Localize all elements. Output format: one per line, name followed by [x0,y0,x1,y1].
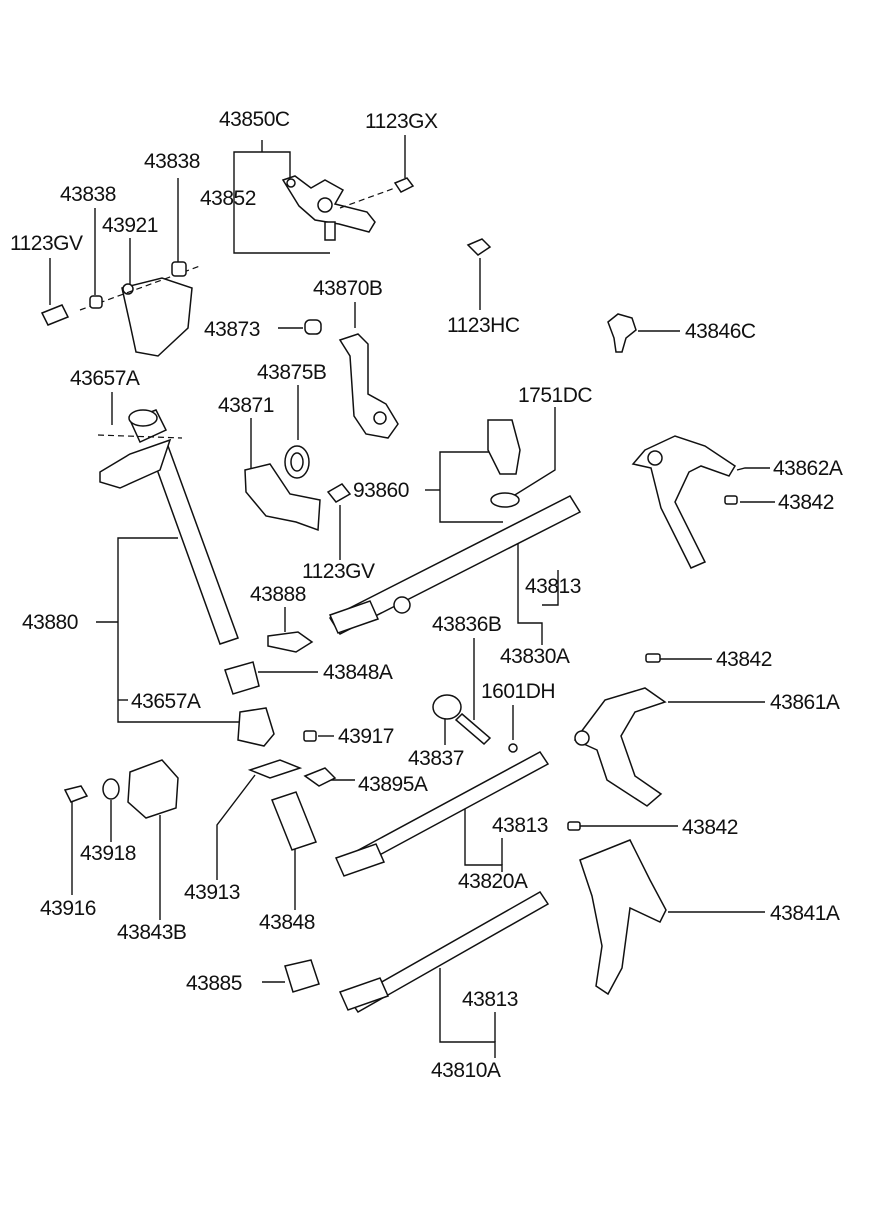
switch-1751dc [487,419,521,475]
label-1123HC: 1123HC [447,314,520,337]
leader-lines [49,135,775,1058]
bracket-43843b [127,759,179,819]
plate-43913 [247,759,303,779]
label-43880: 43880 [22,611,78,634]
label-43842-c: 43842 [682,816,738,839]
label-43820A: 43820A [458,870,528,893]
label-43921: 43921 [102,214,158,237]
label-43842-b: 43842 [716,648,772,671]
lever-43657a [237,707,275,747]
part-drawings [40,175,738,1013]
label-1123GV-top: 1123GV [10,232,83,255]
label-43861A: 43861A [770,691,840,714]
label-43850C: 43850C [219,108,290,131]
label-43848A: 43848A [323,661,393,684]
bracket-43921 [121,277,193,357]
bolt-43916 [63,785,89,803]
plate-43888 [267,631,314,653]
label-43917: 43917 [338,725,394,748]
label-43873: 43873 [204,318,260,341]
label-43813-b: 43813 [492,814,548,837]
bracket-43871 [244,463,321,532]
washer-43918 [102,778,120,800]
label-43813-c: 43813 [462,988,518,1011]
label-43913: 43913 [184,881,240,904]
label-43838-upper: 43838 [144,150,200,173]
label-43843B: 43843B [117,921,186,944]
label-43837: 43837 [408,747,464,770]
label-43657A-top: 43657A [70,367,140,390]
bushing-43885 [284,959,320,993]
label-43657A-bottom: 43657A [131,690,201,713]
label-43852: 43852 [200,187,256,210]
label-1601DH: 1601DH [481,680,555,703]
bushing-43873 [304,319,322,335]
spring-43836b [454,712,492,746]
label-43871: 43871 [218,394,274,417]
shift-fork-43861a [573,687,667,807]
label-43848: 43848 [259,911,315,934]
label-43895A: 43895A [358,773,428,796]
part-labels: 43850C 1123GX 43838 43838 43852 43921 11… [10,108,843,1082]
bolt-1123gv-top [40,304,70,326]
label-43841A: 43841A [770,902,840,925]
label-43888: 43888 [250,583,306,606]
label-43830A: 43830A [500,645,570,668]
label-43875B: 43875B [257,361,326,384]
label-43918: 43918 [80,842,136,865]
plug-43837 [432,694,462,720]
label-43916: 43916 [40,897,96,920]
label-43810A: 43810A [431,1059,501,1082]
shift-shaft-43880 [149,445,239,645]
label-43870B: 43870B [313,277,382,300]
label-43885: 43885 [186,972,242,995]
label-43838-left: 43838 [60,183,116,206]
label-43862A: 43862A [773,457,843,480]
bolt-1123gx [393,177,415,193]
clip-43895a [303,767,337,787]
bolt-1123hc [466,238,492,256]
plug-43846c [607,313,637,353]
label-1123GX: 1123GX [365,110,438,133]
label-43836B: 43836B [432,613,501,636]
shift-fork-43841a [579,839,667,996]
label-1751DC: 1751DC [518,384,592,407]
label-43813-a: 43813 [525,575,581,598]
label-93860: 93860 [353,479,409,502]
label-43842-a: 43842 [778,491,834,514]
shift-fork-43862a [631,435,737,569]
bolt-1123gv-mid [326,483,352,503]
bushing-43848a [224,661,260,695]
label-1123GV-mid: 1123GV [302,560,375,583]
lever-43870b [338,333,399,439]
spring-43848 [271,791,317,851]
label-43846C: 43846C [685,320,756,343]
